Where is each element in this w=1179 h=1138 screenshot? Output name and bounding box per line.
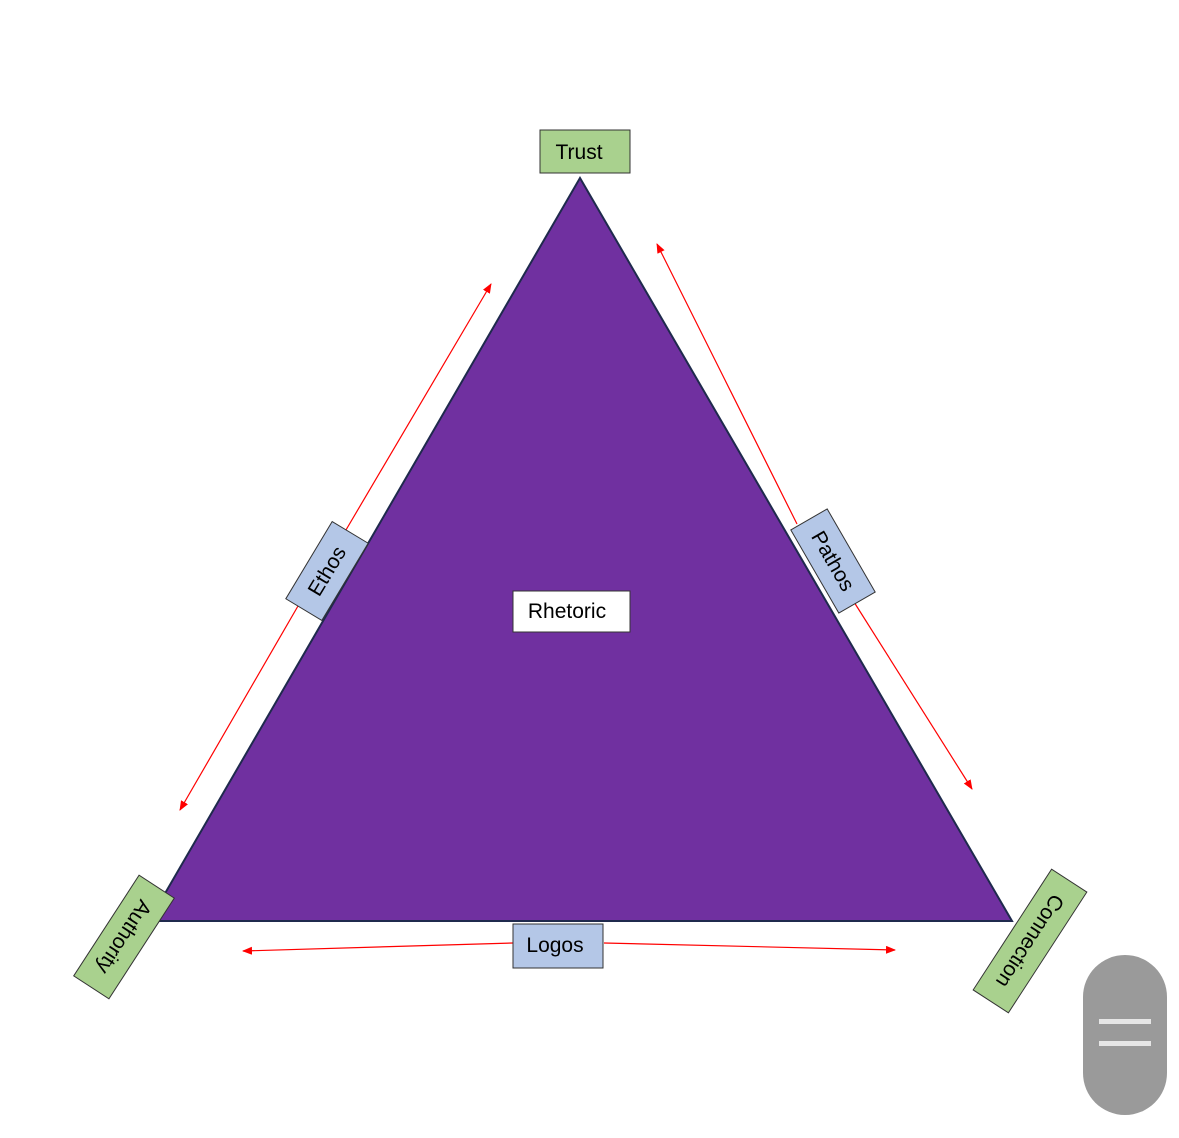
drag-handle-grip-top bbox=[1099, 1019, 1151, 1024]
vertex-trust-label: Trust bbox=[555, 141, 602, 164]
drag-handle[interactable] bbox=[1083, 955, 1167, 1115]
logos-arrow bbox=[242, 942, 896, 955]
edge-logos: Logos bbox=[512, 923, 604, 969]
center-rhetoric-label: Rhetoric bbox=[528, 600, 606, 623]
rhetoric-triangle bbox=[147, 176, 1014, 922]
center-rhetoric: Rhetoric bbox=[512, 590, 631, 633]
vertex-authority: Authority bbox=[73, 874, 175, 1000]
drag-handle-grip-bottom bbox=[1099, 1041, 1151, 1046]
pathos-arrow bbox=[656, 243, 973, 790]
ethos-arrow bbox=[179, 283, 492, 811]
edge-logos-label: Logos bbox=[526, 934, 583, 957]
vertex-trust: Trust bbox=[539, 129, 631, 174]
